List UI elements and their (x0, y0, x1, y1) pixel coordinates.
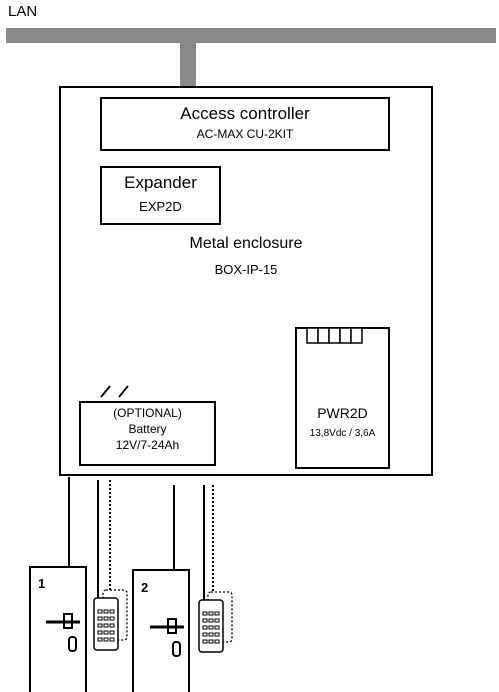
battery-optional-label: (OPTIONAL) (113, 406, 182, 420)
psu-title: PWR2D (317, 405, 368, 421)
door-1-number: 1 (38, 576, 46, 591)
expander-model: EXP2D (139, 199, 182, 214)
psu-box (295, 327, 390, 469)
battery-terminal-right (118, 385, 129, 398)
battery-label: Battery (128, 422, 167, 436)
lan-bus-bar (6, 28, 496, 43)
door-2 (132, 569, 190, 692)
controller-model: AC-MAX CU-2KIT (196, 127, 294, 141)
expander-title: Expander (124, 173, 197, 192)
battery-rating: 12V/7-24Ah (115, 438, 180, 452)
lan-label: LAN (8, 3, 38, 20)
door-1 (29, 566, 87, 692)
psu-terminal-block (306, 327, 363, 344)
door-2-number: 2 (141, 580, 149, 595)
controller-title: Access controller (180, 104, 310, 123)
enclosure-model: BOX-IP-15 (214, 262, 278, 277)
battery-terminal-left (100, 385, 111, 398)
reader-1-keypad (97, 609, 115, 642)
reader-2-keypad (202, 611, 220, 644)
lan-drop-connector (180, 43, 196, 87)
battery-box (79, 401, 216, 466)
enclosure-title: Metal enclosure (189, 235, 303, 252)
expander-box (100, 166, 221, 225)
access-controller-box (100, 97, 390, 151)
psu-rating: 13,8Vdc / 3,6A (309, 428, 376, 439)
